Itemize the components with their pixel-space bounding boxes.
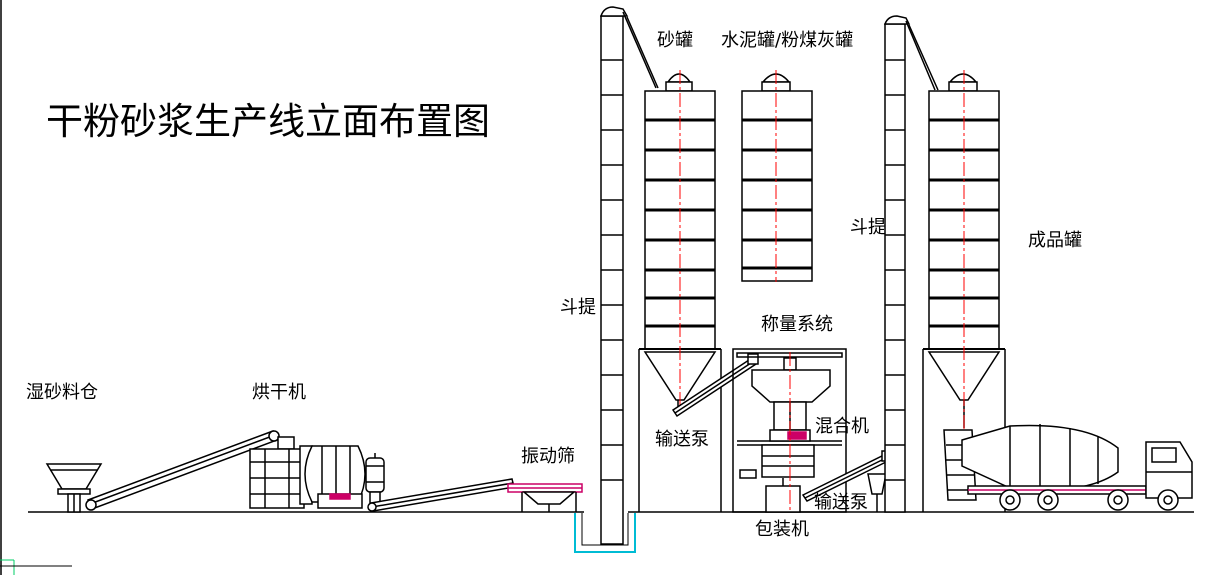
- corner-mark: [0, 559, 72, 575]
- conveyor-pump-left-label: 输送泵: [655, 429, 709, 450]
- screw-conveyor-right: [801, 450, 891, 512]
- bucket-elevator-left-label: 斗提: [560, 297, 596, 318]
- vibrating-screen-label: 振动筛: [521, 446, 575, 467]
- bucket-elevator-right: [883, 15, 939, 513]
- bulk-truck: [943, 424, 1193, 511]
- weighing-mixer-frame: [732, 348, 847, 513]
- mixer-label: 混合机: [815, 416, 869, 437]
- elevator-pit: [574, 513, 636, 553]
- screw-conveyor-left: [671, 353, 759, 418]
- belt-conveyor-2: [367, 478, 515, 512]
- sand-tank-label: 砂罐: [657, 30, 693, 51]
- dryer-label: 烘干机: [252, 382, 306, 403]
- wet-sand-bin: [45, 463, 103, 513]
- drawing-title: 干粉砂浆生产线立面布置图: [46, 100, 490, 143]
- cement-fly-ash-tank: [741, 73, 813, 282]
- vibrating-screen: [507, 483, 583, 512]
- wet-sand-bin-label: 湿砂料仓: [26, 382, 98, 403]
- cement-fly-ash-tank-label: 水泥罐/粉煤灰罐: [721, 30, 853, 51]
- packing-machine-label: 包装机: [755, 519, 809, 540]
- belt-conveyor-1: [85, 430, 280, 511]
- conveyor-pump-right-label: 输送泵: [814, 492, 868, 513]
- bucket-elevator-left: [599, 6, 659, 545]
- product-tank-label: 成品罐: [1028, 230, 1082, 251]
- bucket-elevator-right-label: 斗提: [850, 217, 886, 238]
- dryer: [249, 436, 385, 509]
- weighing-system-label: 称量系统: [761, 314, 833, 335]
